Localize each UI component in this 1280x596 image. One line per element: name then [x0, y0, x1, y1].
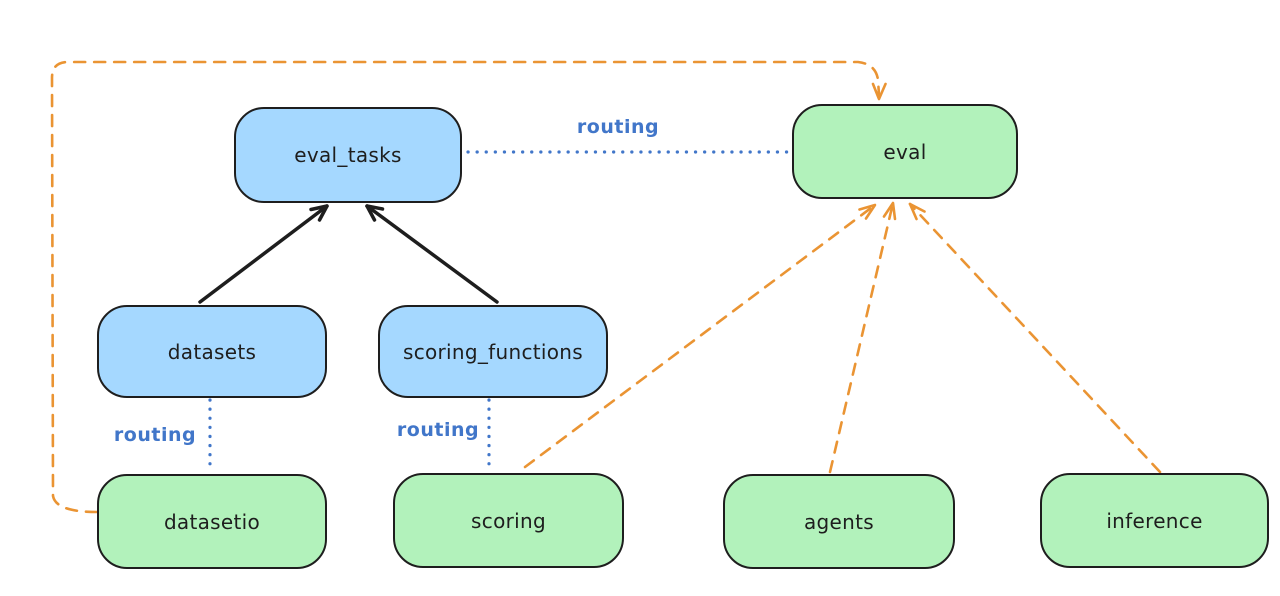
edge-label-routing-eval-tasks-eval: routing [576, 116, 660, 138]
edge-scoring-functions-to-eval-tasks [365, 204, 499, 304]
node-inference: inference [1040, 473, 1269, 568]
arrowhead-scoring-functions-to-eval-tasks [365, 204, 385, 222]
node-scoring: scoring [393, 473, 624, 568]
arrowhead-datasets-to-eval-tasks [309, 204, 329, 222]
node-scoring-functions-label: scoring_functions [402, 339, 584, 364]
node-eval-label: eval [883, 139, 927, 164]
node-eval-tasks: eval_tasks [234, 107, 462, 203]
node-datasets-label: datasets [167, 339, 257, 364]
edge-datasets-to-eval-tasks [198, 204, 329, 304]
arrowhead-agents-to-eval [882, 201, 897, 221]
node-scoring-label: scoring [471, 508, 546, 533]
node-eval: eval [792, 104, 1018, 199]
edge-inference-to-eval [908, 202, 1162, 474]
edge-label-routing-scoring-functions-scoring: routing [396, 419, 480, 441]
node-scoring-functions: scoring_functions [378, 305, 608, 398]
node-agents-label: agents [804, 509, 874, 534]
node-inference-label: inference [1106, 508, 1203, 533]
arrowhead-scoring-to-eval [858, 203, 877, 220]
arrowhead-datasetio-to-eval [871, 82, 887, 101]
node-agents: agents [723, 474, 955, 569]
node-datasetio-label: datasetio [163, 509, 261, 534]
node-eval-tasks-label: eval_tasks [294, 143, 402, 167]
edge-label-routing-datasets-datasetio: routing [113, 424, 197, 446]
node-datasetio: datasetio [97, 474, 327, 569]
edge-agents-to-eval [828, 201, 895, 474]
arrowhead-inference-to-eval [908, 202, 926, 221]
node-datasets: datasets [97, 305, 327, 398]
